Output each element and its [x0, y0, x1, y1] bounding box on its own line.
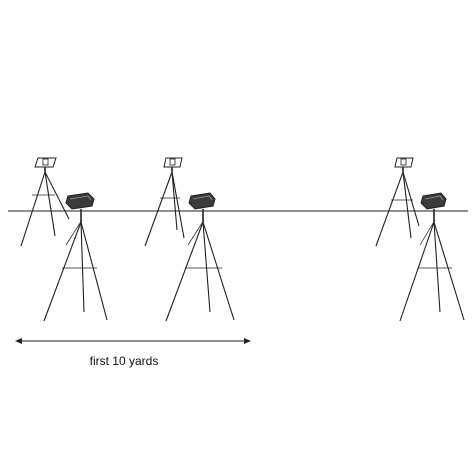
- tripod-back-2: [144, 157, 185, 247]
- arrowhead-right-icon: [244, 338, 251, 344]
- arrowhead-left-icon: [15, 338, 22, 344]
- distance-caption: first 10 yards: [89, 354, 159, 368]
- sensor-head-front-3: [420, 192, 447, 210]
- tripod-front-3: [399, 192, 465, 322]
- sensor-head-front-1: [65, 192, 95, 210]
- sensor-head-back-2: [163, 157, 183, 168]
- tripod-back-3: [375, 157, 420, 247]
- tripod-front-2: [165, 192, 235, 322]
- sensor-head-front-2: [188, 192, 216, 210]
- sensor-head-back-1: [34, 157, 57, 168]
- tripod-back-1: [20, 157, 70, 247]
- sensor-head-back-3: [394, 157, 414, 168]
- distance-arrow: [15, 338, 251, 344]
- tripod-front-1: [43, 192, 108, 322]
